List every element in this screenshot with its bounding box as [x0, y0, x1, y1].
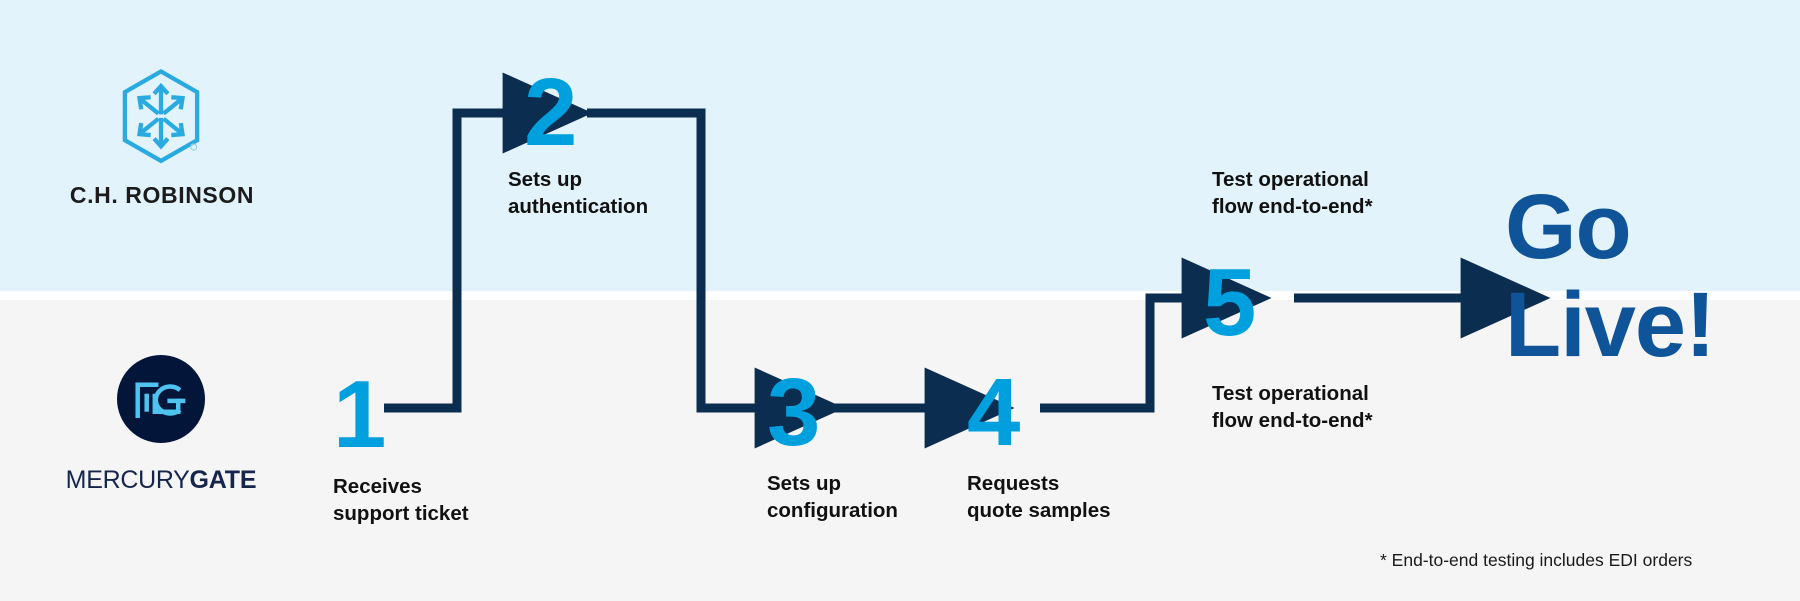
- ch-robinson-wordmark: C.H. ROBINSON: [69, 182, 255, 208]
- bottom-lane-background: [0, 300, 1800, 601]
- step-caption-5-top: Test operational flow end-to-end*: [1212, 168, 1373, 219]
- ch-robinson-logo: [118, 68, 204, 164]
- go-live-title: Go Live!: [1505, 176, 1716, 377]
- step-number-5: 5: [1203, 249, 1256, 356]
- step-number-4: 4: [967, 359, 1020, 466]
- step-number-3: 3: [767, 359, 820, 466]
- mercurygate-wordmark: MERCURYGATE: [46, 466, 276, 495]
- footnote: * End-to-end testing includes EDI orders: [1380, 550, 1693, 570]
- lane-divider: [0, 291, 1800, 300]
- mercurygate-wordmark-bold: GATE: [189, 466, 257, 494]
- step-number-2: 2: [524, 59, 577, 166]
- step-caption-2: Sets up authentication: [508, 168, 649, 219]
- step-number-1: 1: [333, 361, 386, 468]
- top-lane-background: [0, 0, 1800, 291]
- mercurygate-logo: [117, 355, 205, 443]
- step-caption-1: Receives support ticket: [333, 475, 469, 526]
- step-caption-5-bottom: Test operational flow end-to-end*: [1212, 382, 1373, 433]
- mercurygate-wordmark-light: MERCURY: [65, 466, 190, 494]
- step-caption-4: Requests quote samples: [967, 472, 1111, 523]
- step-caption-3: Sets up configuration: [767, 472, 898, 523]
